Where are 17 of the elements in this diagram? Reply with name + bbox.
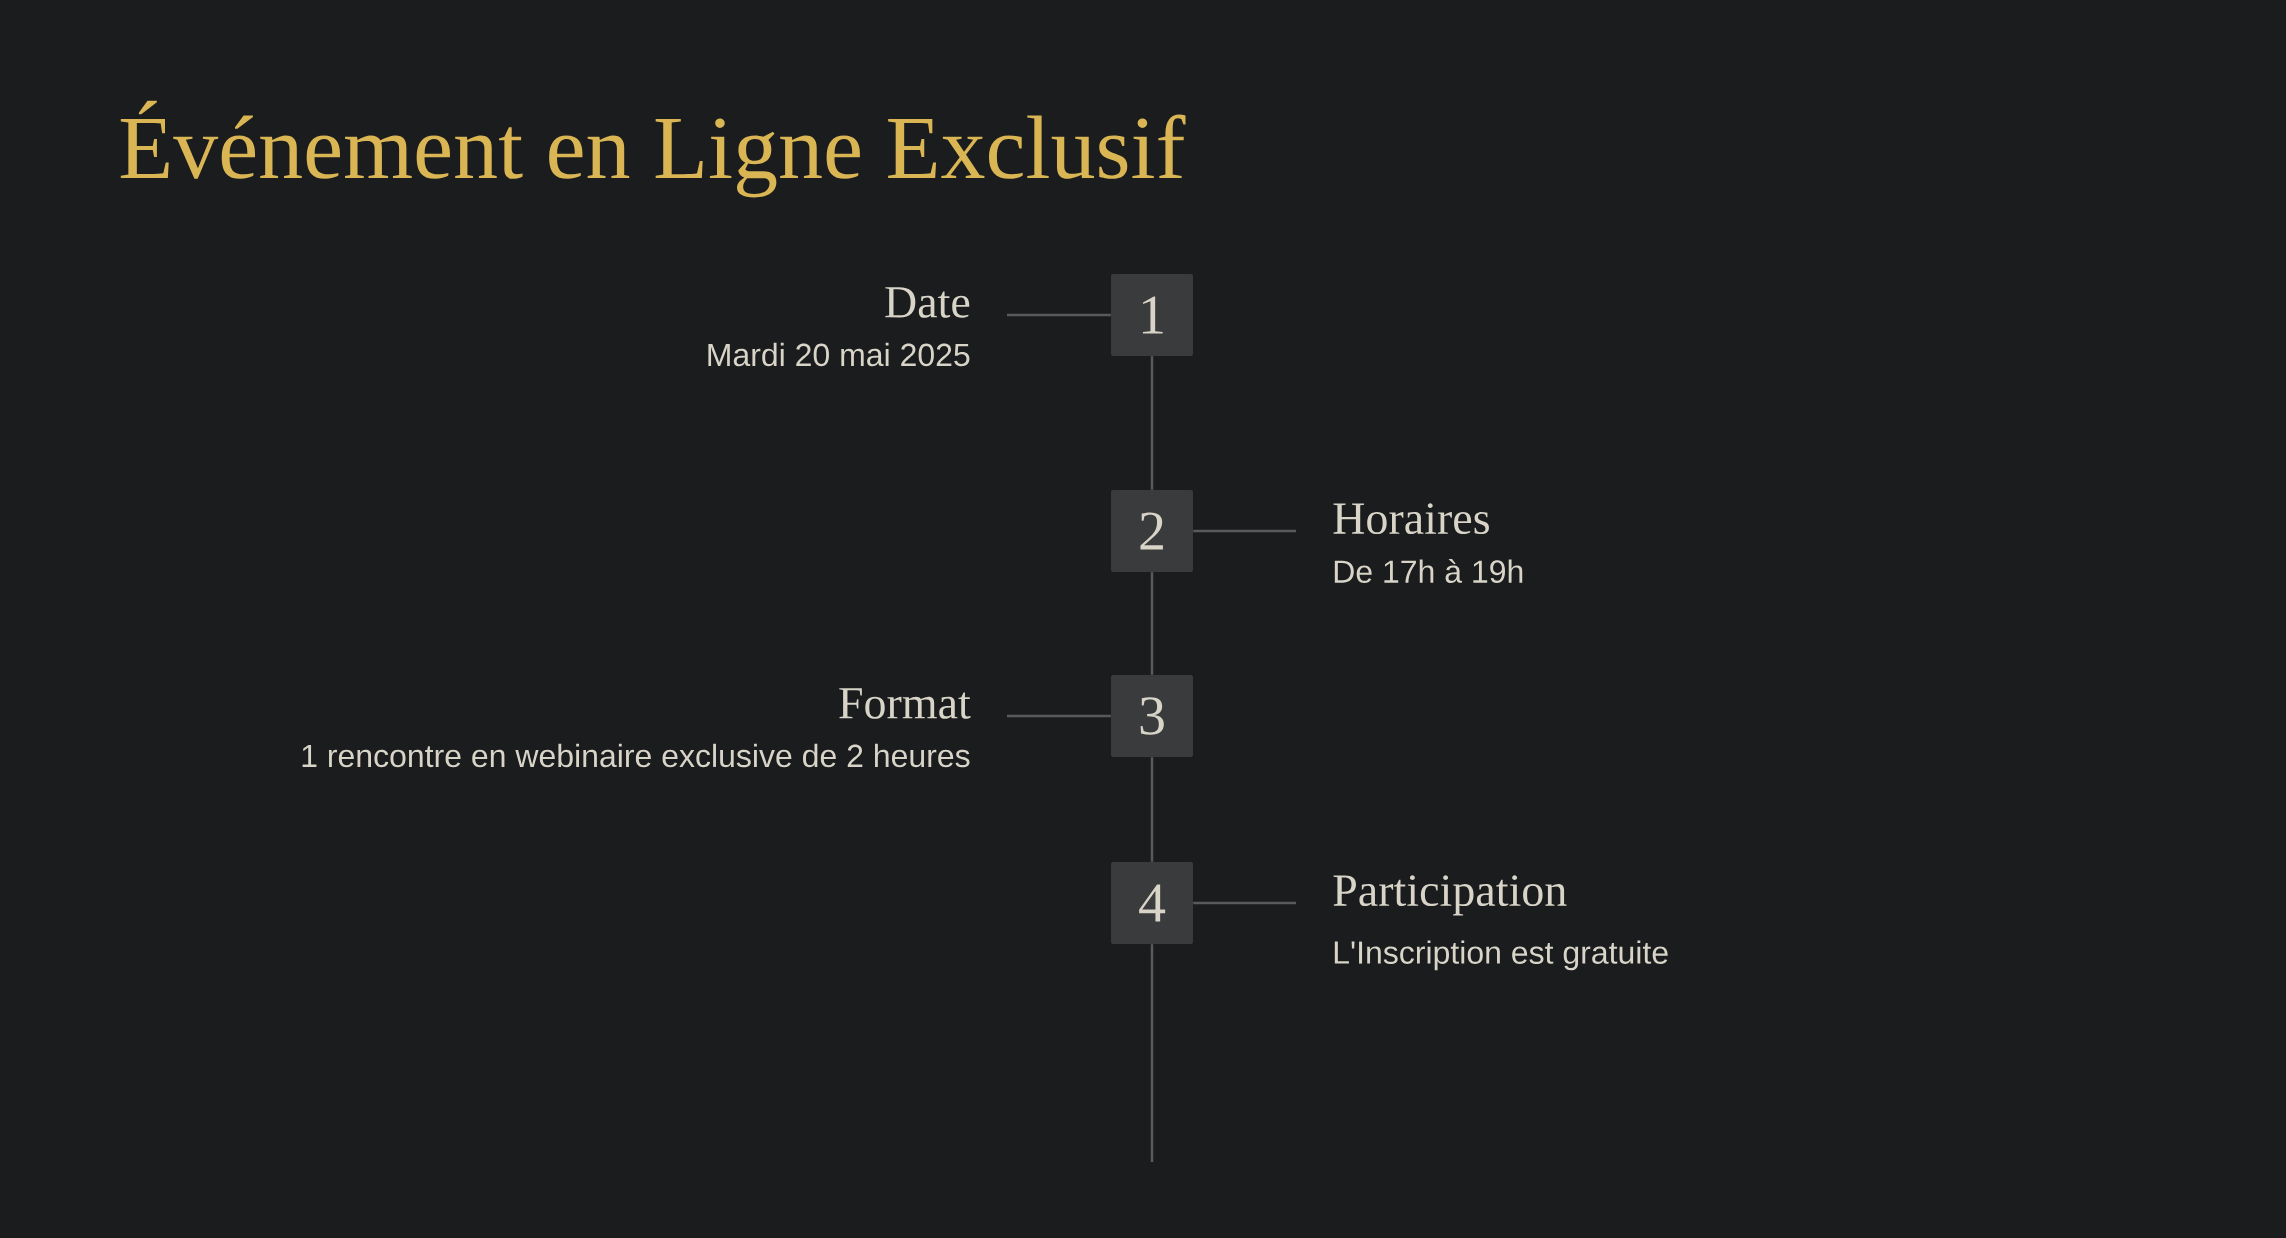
connector-line	[1193, 529, 1296, 533]
timeline-entry: Participation L'Inscription est gratuite	[1333, 875, 1668, 971]
connector-line	[1150, 944, 1154, 1162]
timeline-entry: Horaires De 17h à 19h	[1333, 503, 1523, 583]
number-box: 2	[1111, 490, 1193, 572]
connector-line	[1150, 757, 1154, 862]
connector-line	[1150, 356, 1154, 490]
connector-line	[1007, 714, 1111, 718]
number-box: 4	[1111, 862, 1193, 944]
number-box: 1	[1111, 274, 1193, 356]
connector-line	[1193, 901, 1296, 905]
timeline-entry: Format 1 rencontre en webinaire exclusive de 2 heures	[302, 688, 971, 768]
connector-line	[1150, 572, 1154, 675]
timeline-entry: Date Mardi 20 mai 2025	[708, 287, 970, 367]
connector-line	[1007, 313, 1111, 317]
title: Événement en Ligne Exclusif	[120, 100, 1186, 198]
number-box: 3	[1111, 675, 1193, 757]
